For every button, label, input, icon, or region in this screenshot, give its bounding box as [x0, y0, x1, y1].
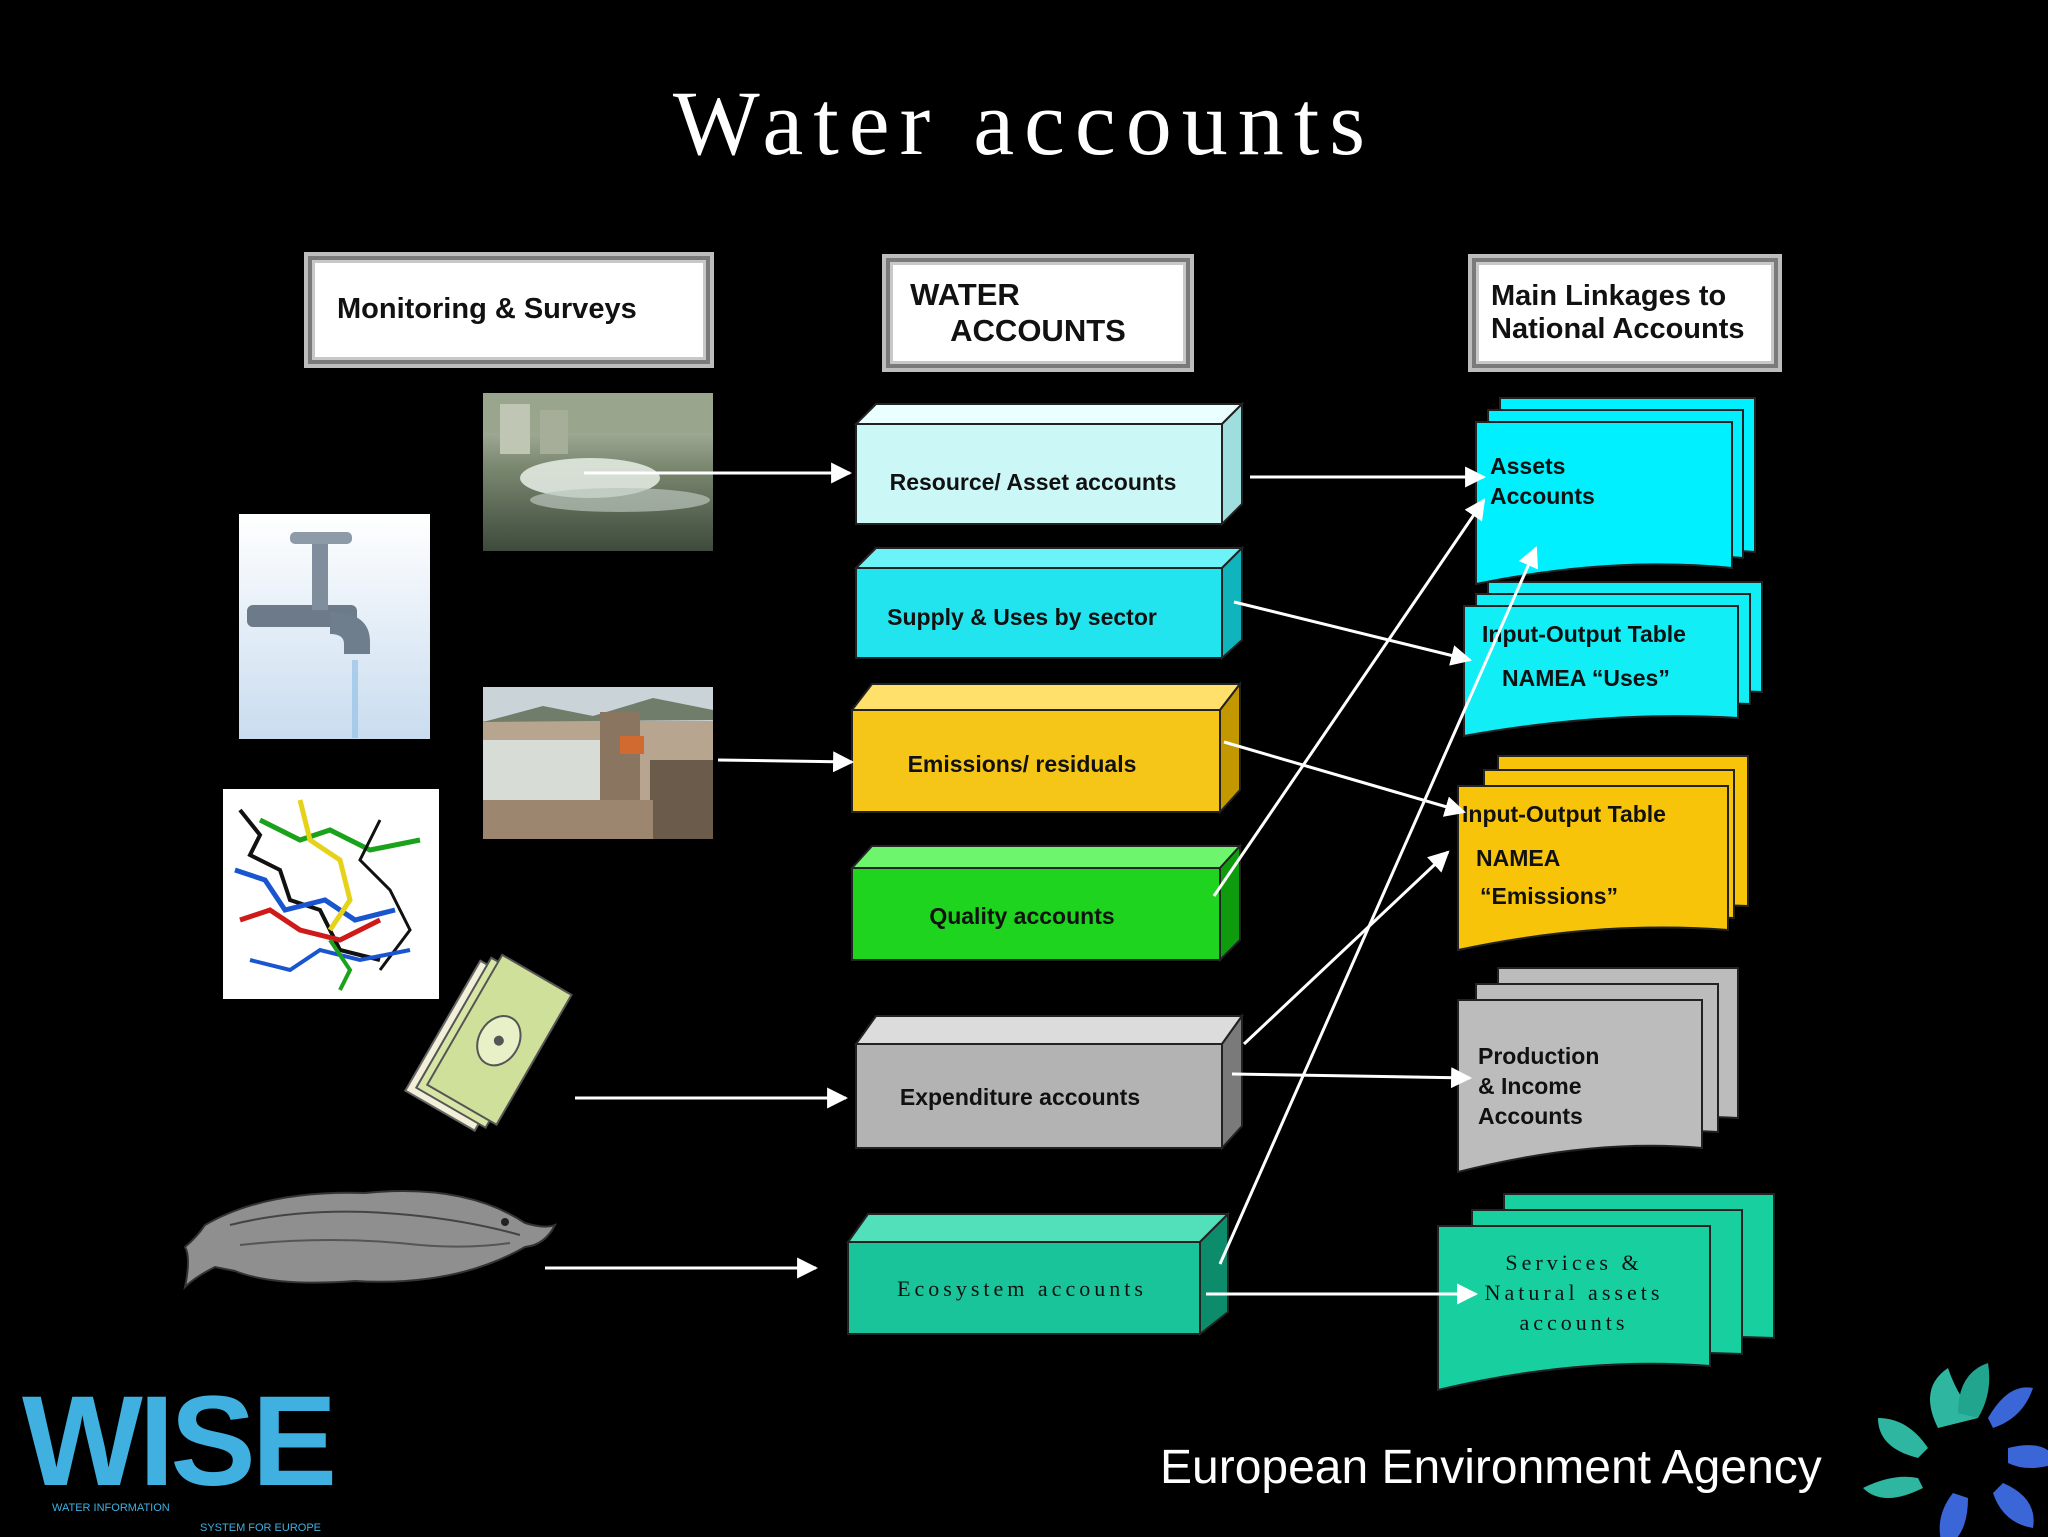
header-monitoring: Monitoring & Surveys	[308, 256, 710, 364]
linkage-label-emissions-1: Input-Output Table	[1462, 801, 1666, 827]
account-label-expenditure: Expenditure accounts	[900, 1084, 1140, 1110]
account-supply-uses: Supply & Uses by sector	[853, 545, 1245, 661]
linkage-label-production-1: Production	[1478, 1043, 1599, 1069]
arrow-treatment-to-emissions	[717, 751, 855, 773]
agency-name: European Environment Agency	[1160, 1441, 1822, 1494]
arrow-supply-to-uses	[1233, 600, 1473, 666]
linkage-label-emissions-2: NAMEA	[1476, 845, 1560, 871]
arrow-expenditure-to-emissions	[1242, 850, 1450, 1046]
account-resource-asset: Resource/ Asset accounts	[853, 401, 1245, 527]
linkage-production-income: Production & Income Accounts	[1457, 967, 1739, 1174]
linkage-services-natural: Services & Natural assets accounts	[1437, 1193, 1775, 1392]
header-water-accounts-label: WATER ACCOUNTS	[910, 277, 1126, 348]
linkage-label-services-2: Natural assets	[1485, 1280, 1664, 1305]
account-quality: Quality accounts	[849, 843, 1243, 963]
linkage-label-assets-1: Assets	[1490, 453, 1565, 479]
account-emissions: Emissions/ residuals	[849, 681, 1243, 815]
eea-logo	[1863, 1363, 2048, 1537]
arrow-ecosystem-to-assets	[1218, 546, 1538, 1265]
river-network-map	[223, 789, 439, 999]
arrow-quality-to-assets	[1212, 498, 1486, 897]
account-label-emissions: Emissions/ residuals	[908, 751, 1137, 777]
account-label-resource: Resource/ Asset accounts	[890, 469, 1177, 495]
linkage-label-services-1: Services &	[1505, 1250, 1642, 1275]
header-linkages: Main Linkages to National Accounts	[1472, 258, 1778, 368]
account-label-supply: Supply & Uses by sector	[887, 604, 1157, 630]
linkage-io-emissions: Input-Output Table NAMEA “Emissions”	[1457, 755, 1749, 952]
linkage-label-services-3: accounts	[1520, 1310, 1629, 1335]
arrow-expenditure-to-production	[1231, 1067, 1473, 1089]
wise-logo: WISE	[22, 1370, 337, 1513]
account-label-ecosystem: Ecosystem accounts	[897, 1276, 1147, 1301]
linkage-label-production-2: & Income	[1478, 1073, 1582, 1099]
linkage-label-assets-2: Accounts	[1490, 483, 1595, 509]
linkage-io-uses: Input-Output Table NAMEA “Uses”	[1463, 581, 1763, 738]
account-expenditure: Expenditure accounts	[854, 1012, 1244, 1151]
account-ecosystem: Ecosystem accounts	[846, 1211, 1231, 1337]
linkage-label-uses-1: Input-Output Table	[1482, 621, 1686, 647]
tap-icon	[239, 514, 430, 739]
wise-subtitle-1: WATER INFORMATION	[52, 1502, 170, 1514]
header-water-accounts: WATER ACCOUNTS	[886, 258, 1190, 368]
arrow-emissions-to-emissions	[1223, 740, 1467, 817]
treatment-plant-photo	[483, 687, 713, 839]
linkage-label-production-3: Accounts	[1478, 1103, 1583, 1129]
linkage-label-uses-2: NAMEA “Uses”	[1502, 665, 1670, 691]
account-label-quality: Quality accounts	[929, 903, 1114, 929]
slide-title: Water accounts	[672, 72, 1376, 174]
header-monitoring-label: Monitoring & Surveys	[337, 293, 637, 326]
header-linkages-label: Main Linkages to National Accounts	[1491, 279, 1745, 345]
money-icon	[403, 953, 573, 1132]
linkage-label-emissions-3: “Emissions”	[1480, 883, 1618, 909]
fish-icon	[183, 1190, 558, 1291]
wise-subtitle-2: SYSTEM FOR EUROPE	[200, 1522, 322, 1534]
linkage-assets: Assets Accounts	[1475, 397, 1756, 586]
